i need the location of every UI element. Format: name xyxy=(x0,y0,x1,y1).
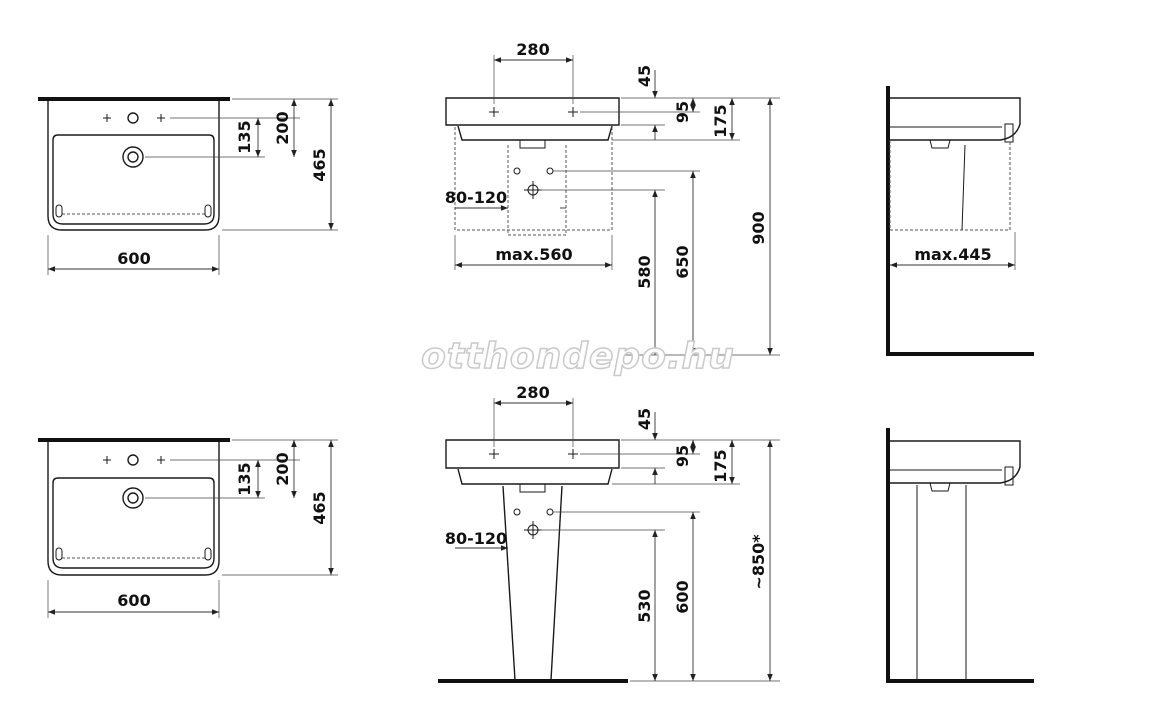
dim-h1: 580 xyxy=(635,255,654,288)
basin-outline xyxy=(47,442,220,576)
bowl-outline xyxy=(52,134,215,225)
overflow-left xyxy=(55,547,63,561)
waste-inner xyxy=(127,492,139,504)
basin-side xyxy=(890,440,1021,484)
plan-view-bottom: 135 200 465 600 xyxy=(38,438,338,618)
dim-tap-to-bowl: 135 xyxy=(235,120,254,153)
dim-tap-to-rim: 200 xyxy=(273,111,292,144)
overflow-right xyxy=(204,547,212,561)
side-fixing-outline xyxy=(889,140,1011,231)
dim-h2: 650 xyxy=(673,245,692,278)
pedestal-right xyxy=(550,485,563,681)
waste-outer xyxy=(122,487,144,509)
dim-width: 600 xyxy=(117,591,150,610)
basin-front xyxy=(445,439,620,469)
dim-waste-range: 80-120 xyxy=(445,529,507,548)
front-view-bottom: 280 45 95 175 80-120 530 600 ~850* xyxy=(438,383,780,683)
dim-total-height: 900 xyxy=(749,211,768,244)
dim-bowl-depth: 175 xyxy=(711,104,730,137)
bracket xyxy=(1004,466,1014,486)
dim-tap-to-bowl: 135 xyxy=(235,462,254,495)
dim-width: 600 xyxy=(117,249,150,268)
dim-rim-height: 45 xyxy=(635,65,654,87)
dim-bowl-depth: 175 xyxy=(711,449,730,482)
bowl-underside xyxy=(457,468,613,485)
dim-total-height: ~850* xyxy=(749,534,768,590)
bowl-underside xyxy=(457,125,613,141)
waste-inner xyxy=(127,151,139,163)
side-view-top: max.445 xyxy=(886,86,1034,356)
side-view-bottom xyxy=(886,428,1034,683)
dim-tap-offset: 95 xyxy=(673,445,692,467)
pedestal-left xyxy=(502,485,516,681)
bracket xyxy=(1004,123,1014,143)
dim-max-depth: max.445 xyxy=(914,245,991,264)
dim-tap-to-rim: 200 xyxy=(273,452,292,485)
dim-tap-offset: 95 xyxy=(673,101,692,123)
bowl-outline xyxy=(52,477,215,569)
dim-tap-spacing: 280 xyxy=(516,40,549,59)
dim-h2: 600 xyxy=(673,580,692,613)
watermark: otthondepo.hu xyxy=(421,336,735,377)
dim-max-width: max.560 xyxy=(495,245,572,264)
dim-depth: 465 xyxy=(310,491,329,524)
basin-front xyxy=(445,97,620,126)
plan-view-top: 135 200 465 600 xyxy=(38,97,338,275)
dim-depth: 465 xyxy=(310,148,329,181)
dim-tap-spacing: 280 xyxy=(516,383,549,402)
tap-hole xyxy=(127,454,139,466)
front-view-top: 280 45 95 175 80-120 max.560 580 650 900 xyxy=(445,40,780,356)
basin-outline xyxy=(47,101,220,231)
overflow-right xyxy=(204,204,212,218)
dim-waste-range: 80-120 xyxy=(445,188,507,207)
overflow-left xyxy=(55,204,63,218)
dim-h1: 530 xyxy=(635,589,654,622)
wall-fixing-outline xyxy=(454,127,613,231)
dim-rim-height: 45 xyxy=(635,408,654,430)
basin-side xyxy=(890,97,1021,141)
tap-hole xyxy=(127,112,139,124)
waste-outer xyxy=(122,146,144,168)
